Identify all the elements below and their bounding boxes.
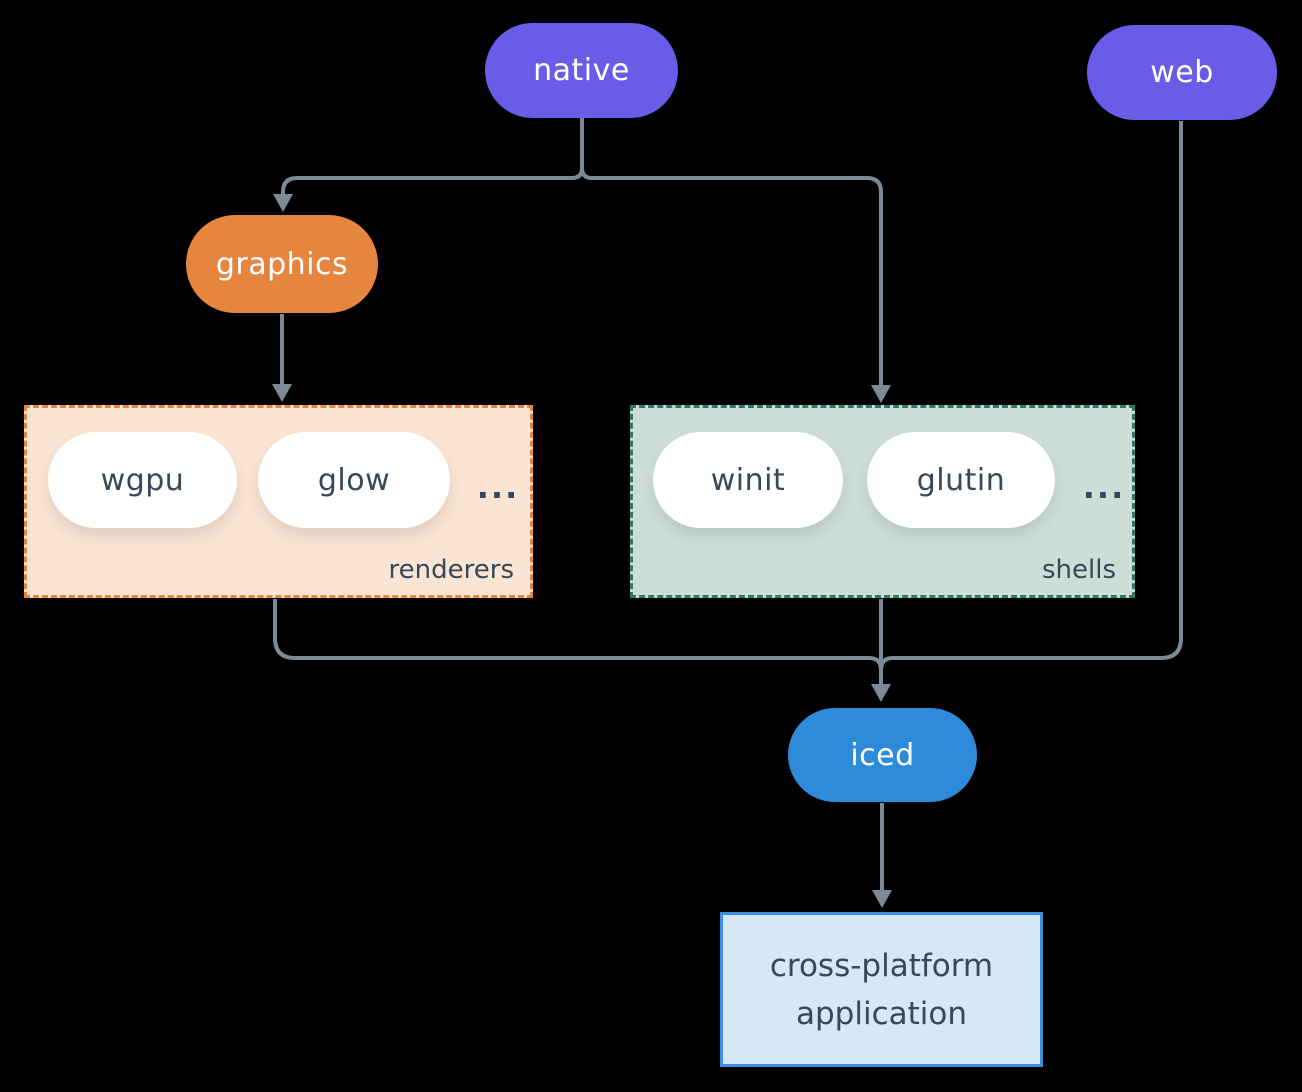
node-graphics-label: graphics: [215, 246, 349, 282]
node-winit: winit: [653, 432, 843, 528]
renderers-ellipsis: ...: [476, 468, 520, 506]
node-wgpu-label: wgpu: [100, 462, 185, 498]
app-label-line2: application: [796, 995, 967, 1032]
node-native: native: [485, 23, 678, 118]
group-shells: winit glutin ... shells: [630, 405, 1135, 598]
node-web-label: web: [1150, 55, 1214, 90]
group-renderers: wgpu glow ... renderers: [24, 405, 533, 598]
edge-native-shells: [580, 167, 891, 403]
renderers-group-label: renderers: [388, 555, 514, 585]
node-iced-label: iced: [850, 737, 915, 773]
node-glutin: glutin: [867, 432, 1055, 528]
node-iced: iced: [788, 708, 977, 802]
edge-native-graphics: [273, 118, 584, 212]
node-native-label: native: [533, 53, 630, 88]
node-wgpu: wgpu: [48, 432, 237, 528]
app-label-line1: cross-platform: [769, 947, 994, 984]
node-glow: glow: [258, 432, 450, 528]
node-graphics: graphics: [186, 215, 378, 313]
shells-group-label: shells: [1041, 555, 1116, 585]
shells-ellipsis: ...: [1082, 468, 1126, 506]
node-cross-platform-application: cross-platform application: [720, 912, 1043, 1067]
node-web: web: [1087, 25, 1277, 120]
node-glutin-label: glutin: [916, 462, 1006, 498]
edge-renderers-merge: [273, 599, 883, 671]
node-winit-label: winit: [710, 462, 786, 498]
node-glow-label: glow: [317, 462, 391, 498]
